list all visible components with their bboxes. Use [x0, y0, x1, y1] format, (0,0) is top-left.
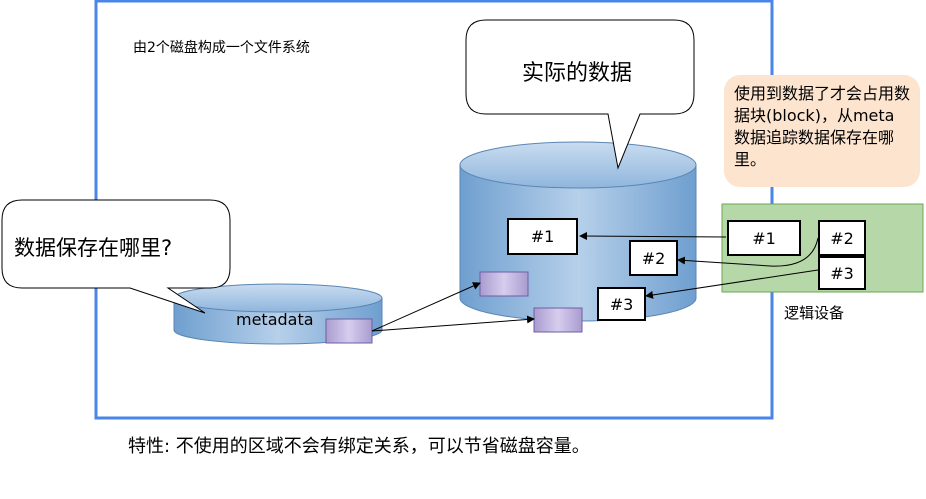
- arrow-logical-1: [579, 232, 727, 241]
- logical-block-2: #2: [818, 220, 866, 256]
- info-note: 使用到数据了才会占用数据块(block)，从meta数据追踪数据保存在哪里。: [724, 75, 920, 187]
- data-extent-block-1: [479, 271, 529, 297]
- metadata-label: metadata: [236, 310, 314, 329]
- arrow-meta-to-block-2: [371, 315, 535, 332]
- arrow-meta-to-block-1: [371, 282, 481, 332]
- footer-caption: 特性: 不使用的区域不会有绑定关系，可以节省磁盘容量。: [128, 436, 590, 457]
- data-extent-block-2: [533, 307, 583, 333]
- bubble-where-text: 数据保存在哪里?: [14, 236, 173, 260]
- disk-block-1: #1: [507, 218, 578, 255]
- arrow-logical-3: [645, 269, 819, 299]
- frame-title: 由2个磁盘构成一个文件系统: [133, 40, 310, 56]
- bubble-data-text: 实际的数据: [522, 61, 633, 86]
- speech-bubble-data: [465, 19, 695, 170]
- logical-block-3: #3: [818, 256, 866, 290]
- logical-device-label: 逻辑设备: [784, 304, 845, 322]
- logical-block-1: #1: [727, 220, 801, 256]
- speech-bubble-where: [1, 199, 231, 314]
- metadata-block: [325, 318, 373, 344]
- disk-block-3: #3: [597, 287, 646, 321]
- arrow-logical-2: [677, 237, 819, 267]
- disk-block-2: #2: [629, 240, 678, 276]
